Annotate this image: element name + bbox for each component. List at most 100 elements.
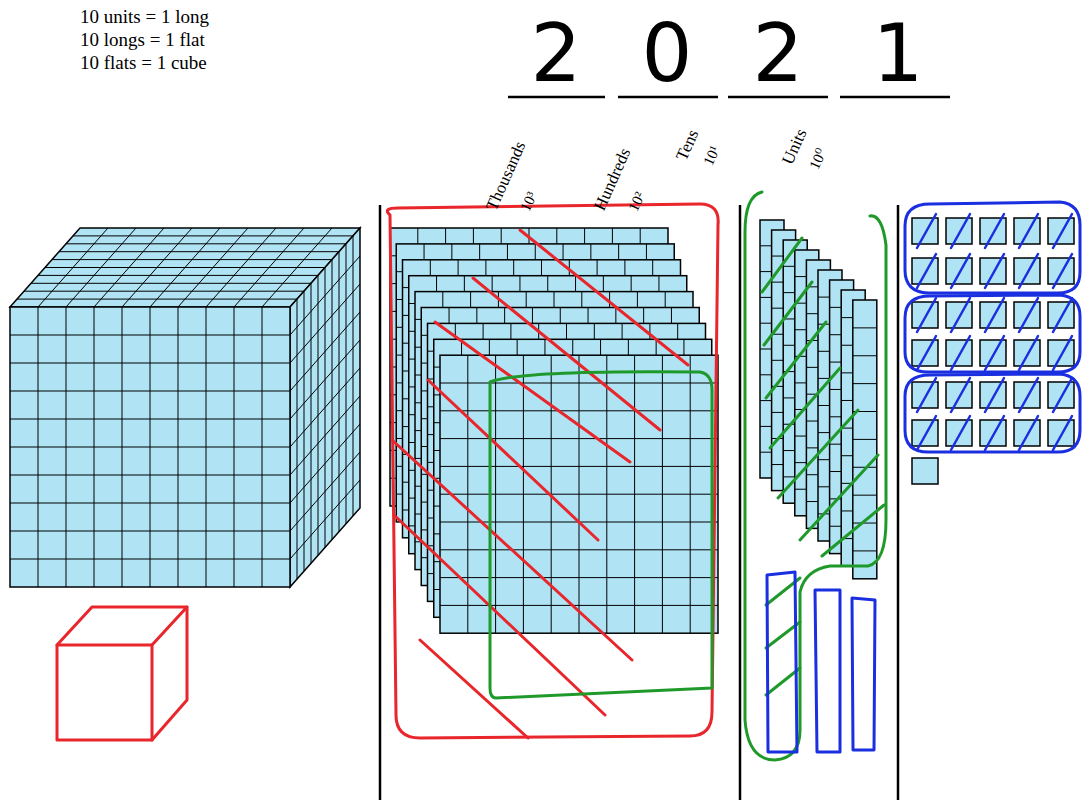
grid-line <box>234 228 304 307</box>
grid-line <box>346 244 347 524</box>
grid-line <box>853 327 877 328</box>
conversion-note: 10 units = 1 long <box>80 6 209 28</box>
unit-slash <box>1019 416 1038 450</box>
grid-line <box>853 495 877 496</box>
grid-line <box>59 251 339 252</box>
grid-line <box>440 549 718 550</box>
grid-line <box>206 228 276 307</box>
block-outline <box>853 300 877 579</box>
unit-cube <box>912 458 938 484</box>
block <box>10 307 290 587</box>
unit-slash <box>985 214 1004 248</box>
unit-slash <box>917 298 936 332</box>
unit-slashes <box>917 214 1072 450</box>
unit-cube <box>946 420 972 446</box>
block-face <box>290 228 360 587</box>
grid-line <box>440 577 718 578</box>
block-outline <box>10 307 290 587</box>
unit-cube <box>912 302 938 328</box>
grid-line <box>440 466 718 467</box>
digit: 0 <box>642 8 693 100</box>
unit-slash <box>1053 298 1072 332</box>
unit-slash <box>1019 254 1038 288</box>
grid-line <box>440 410 718 411</box>
unit-slash <box>985 336 1004 370</box>
unit-slash <box>917 416 936 450</box>
block-face <box>10 307 290 587</box>
unit-cube <box>1048 258 1074 284</box>
grid-line <box>853 439 877 440</box>
unit-slash <box>917 254 936 288</box>
grid-line <box>440 605 718 606</box>
block-face <box>440 355 718 633</box>
unit-slash <box>985 298 1004 332</box>
unit-cube <box>912 382 938 408</box>
grid-line <box>290 480 360 559</box>
grid-line <box>332 260 333 540</box>
grid-line <box>440 438 718 439</box>
grid-line <box>66 243 346 244</box>
grid-line <box>853 550 877 551</box>
conversion-note: 10 longs = 1 flat <box>80 29 205 51</box>
unit-slash <box>1019 214 1038 248</box>
unit-cube <box>1048 340 1074 366</box>
unit-cube <box>980 420 1006 446</box>
unit-cube <box>946 258 972 284</box>
grid-line <box>10 559 290 560</box>
digit: 2 <box>531 8 582 100</box>
unit-slash <box>1053 336 1072 370</box>
block <box>853 300 877 579</box>
unit-cube <box>1014 218 1040 244</box>
unit-cube <box>1014 302 1040 328</box>
unit-cube <box>946 340 972 366</box>
unit-cube <box>1048 218 1074 244</box>
unit-slash <box>917 378 936 412</box>
hundred-flats <box>390 228 718 633</box>
blue-annotations <box>767 202 1080 752</box>
grid-line <box>353 236 354 516</box>
grid-line <box>853 383 877 384</box>
grid-line <box>10 475 290 476</box>
unit-cube <box>912 420 938 446</box>
place-power: 10³ <box>517 189 541 214</box>
unit-cube <box>1048 420 1074 446</box>
grid-line <box>10 503 290 504</box>
grid-line <box>325 268 326 548</box>
unit-cube <box>1048 382 1074 408</box>
unit-cube <box>912 258 938 284</box>
grid-line <box>10 531 290 532</box>
block <box>440 355 718 633</box>
unit-cube <box>1014 258 1040 284</box>
grid-line <box>52 259 332 260</box>
unit-cube <box>980 258 1006 284</box>
unit-slash <box>951 336 970 370</box>
grid-line <box>10 335 290 336</box>
unit-cube <box>946 382 972 408</box>
grid-line <box>45 267 325 268</box>
unit-slash <box>917 214 936 248</box>
unit-slash <box>1019 378 1038 412</box>
place-value-rules <box>380 97 950 800</box>
unit-slash <box>985 378 1004 412</box>
grid-line <box>10 391 290 392</box>
grid-line <box>440 494 718 495</box>
unit-cube <box>980 218 1006 244</box>
unit-cube <box>1014 382 1040 408</box>
unit-cube <box>1048 302 1074 328</box>
unit-slash <box>951 254 970 288</box>
unit-slash <box>1019 336 1038 370</box>
grid-line <box>10 363 290 364</box>
unit-cube <box>946 218 972 244</box>
base-ten-blocks <box>10 218 1074 633</box>
unit-slash <box>951 378 970 412</box>
unit-cube <box>980 340 1006 366</box>
unit-cube <box>946 302 972 328</box>
unit-slash <box>951 214 970 248</box>
unit-slash <box>1053 416 1072 450</box>
unit-slash <box>985 254 1004 288</box>
unit-slash <box>951 298 970 332</box>
place-power: 10² <box>625 189 649 214</box>
unit-cube <box>912 340 938 366</box>
grid-line <box>339 252 340 532</box>
